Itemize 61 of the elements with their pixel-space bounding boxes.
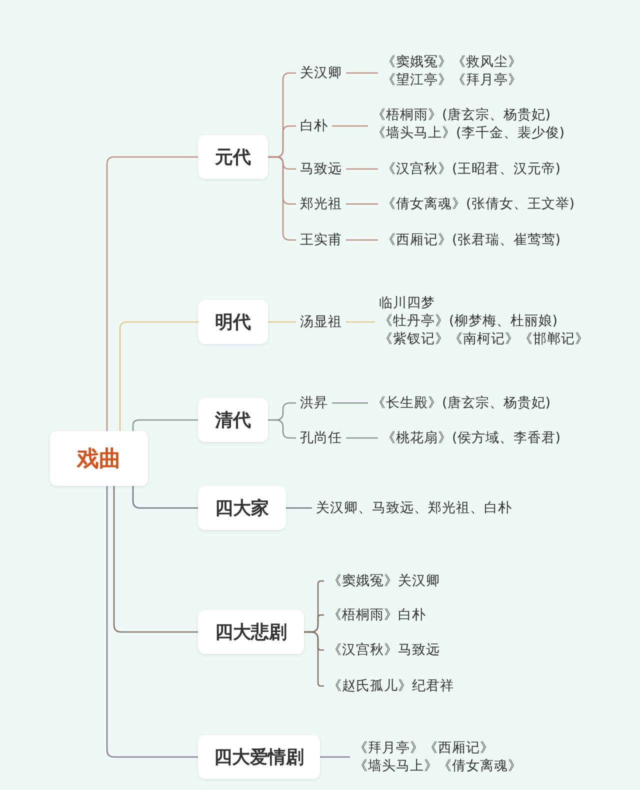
topic-box — [198, 300, 268, 344]
detail-text: 《紫钗记》《南柯记》《邯郸记》 — [379, 330, 589, 348]
detail-text: 《窦娥冤》关汉卿 — [328, 572, 440, 590]
detail-text: 《汉宫秋》(王昭君、汉元帝) — [382, 160, 561, 178]
connector-line — [346, 239, 378, 241]
topic-label: 四大爱情剧 — [214, 746, 304, 769]
topic-box — [198, 735, 320, 779]
connector-line — [119, 321, 198, 431]
topic-box — [198, 610, 304, 654]
detail-text: 《牡丹亭》(柳梦梅、杜丽娘) — [379, 312, 558, 330]
connector-line — [346, 203, 378, 205]
connector-line — [320, 756, 350, 758]
connector-line — [346, 321, 375, 323]
topic-box — [198, 486, 286, 530]
subtopic-label: 马致远 — [300, 160, 342, 178]
subtopic-label: 王实甫 — [300, 231, 342, 249]
connector-line — [304, 631, 324, 687]
detail-text: 《梧桐雨》(唐玄宗、杨贵妃) — [372, 106, 551, 124]
connector-line — [268, 419, 296, 439]
subtopic-label: 关汉卿 — [300, 64, 342, 82]
connector-line — [332, 402, 368, 404]
connector-line — [113, 486, 198, 633]
topic-label: 元代 — [215, 146, 251, 169]
connector-line — [332, 125, 368, 127]
connector-line — [132, 419, 198, 431]
detail-text: 《望江亭》《拜月亭》 — [382, 71, 522, 89]
connector-line — [286, 507, 312, 509]
topic-label: 清代 — [215, 409, 251, 432]
detail-text: 《长生殿》(唐玄宗、杨贵妃) — [372, 394, 551, 412]
detail-text: 《赵氏孤儿》纪君祥 — [328, 677, 454, 695]
topic-box — [198, 135, 268, 179]
detail-text: 《窦娥冤》《救风尘》 — [382, 53, 522, 71]
detail-text: 《墙头马上》(李千金、裴少俊) — [372, 124, 565, 142]
subtopic-label: 孔尚任 — [300, 429, 342, 447]
subtopic-label: 白朴 — [300, 117, 328, 135]
connector-line — [346, 168, 378, 170]
subtopic-label: 郑光祖 — [300, 195, 342, 213]
topic-box — [198, 398, 268, 442]
detail-text: 《拜月亭》《西厢记》 — [354, 739, 494, 757]
connector-line — [346, 72, 378, 74]
detail-text: 关汉卿、马致远、郑光祖、白朴 — [316, 499, 512, 517]
connector-line — [268, 156, 296, 241]
topic-label: 四大悲剧 — [215, 621, 287, 644]
detail-text: 《汉宫秋》马致远 — [328, 641, 440, 659]
topic-label: 明代 — [215, 311, 251, 334]
root-topic-box — [50, 431, 148, 486]
detail-text: 《桃花扇》(侯方域、李香君) — [382, 429, 561, 447]
connector-line — [132, 486, 198, 509]
detail-text: 《墙头马上》《倩女离魂》 — [354, 757, 522, 775]
connector-line — [268, 321, 296, 323]
detail-text: 《倩女离魂》(张倩女、王文举) — [382, 195, 575, 213]
topic-label: 四大家 — [215, 497, 269, 520]
connector-line — [106, 156, 198, 431]
subtopic-label: 汤显祖 — [300, 313, 342, 331]
detail-text: 《西厢记》(张君瑞、崔莺莺) — [382, 231, 561, 249]
connector-line — [346, 437, 378, 439]
subtopic-label: 洪昇 — [300, 394, 328, 412]
detail-text: 临川四梦 — [379, 294, 435, 312]
connector-line — [106, 486, 198, 758]
detail-text: 《梧桐雨》白朴 — [328, 606, 426, 624]
root-topic-label: 戏曲 — [77, 446, 121, 474]
